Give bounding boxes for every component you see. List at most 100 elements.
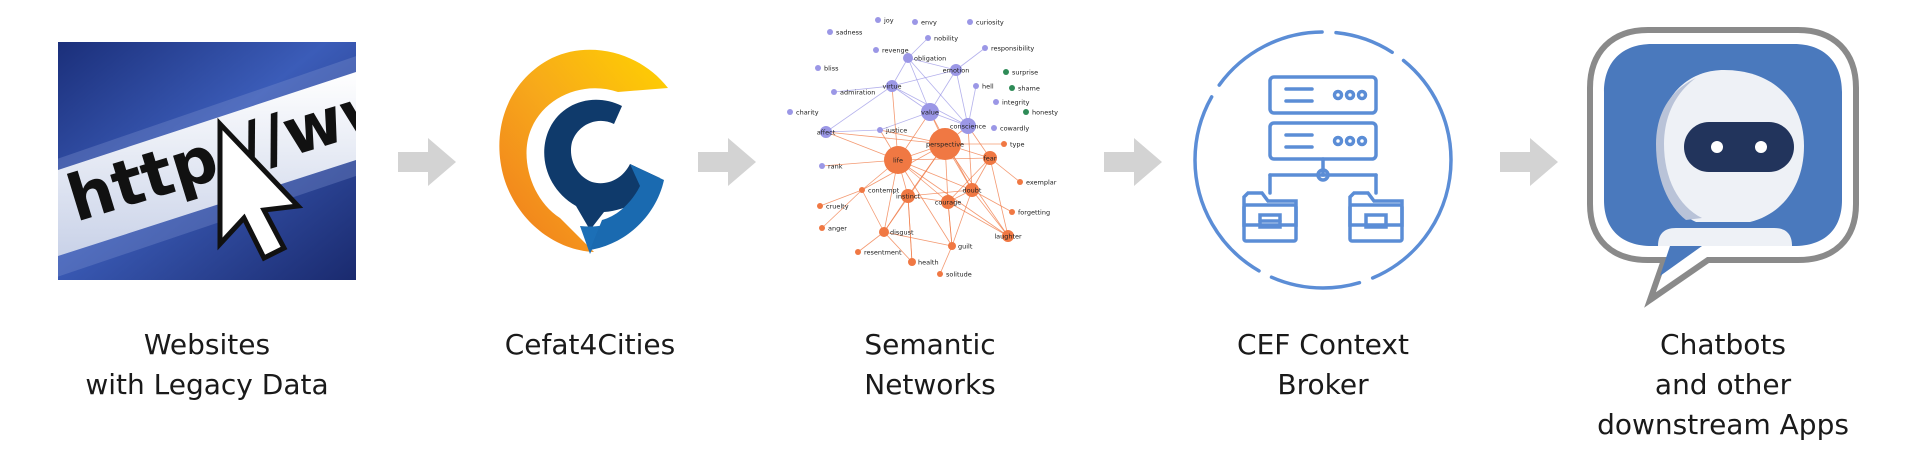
network-node-label: obligation xyxy=(914,55,946,63)
network-node-honesty xyxy=(1023,109,1029,115)
network-node-value xyxy=(921,103,939,121)
network-node-label: anger xyxy=(828,225,847,233)
network-edge xyxy=(825,85,893,133)
network-edge xyxy=(883,195,909,233)
network-node-label: courage xyxy=(935,199,961,207)
network-node-hell xyxy=(973,83,979,89)
network-edge xyxy=(907,57,931,113)
network-node-life xyxy=(884,146,912,174)
network-node-label: conscience xyxy=(950,123,986,131)
network-node-type xyxy=(1001,141,1007,147)
network-node-label: perspective xyxy=(926,141,964,149)
network-node-label: value xyxy=(921,109,939,117)
network-node-disgust xyxy=(879,227,889,237)
network-node-label: responsibility xyxy=(991,45,1034,53)
network-node-perspective xyxy=(929,128,961,160)
network-node-label: cruelty xyxy=(826,203,849,211)
network-edge xyxy=(825,129,881,133)
network-edge xyxy=(907,57,957,71)
network-edge xyxy=(891,69,957,87)
network-node-label: laughter xyxy=(994,233,1022,241)
stage-websites: http://www xyxy=(48,42,465,280)
network-node-fear xyxy=(983,151,997,165)
network-node-charity xyxy=(787,109,793,115)
network-node-label: exemplar xyxy=(1026,179,1057,187)
network-node-label: contempt xyxy=(868,187,900,195)
network-node-sadness xyxy=(827,29,833,35)
label-cefat4cities: Cefat4Cities xyxy=(504,328,676,361)
label-cef-context-broker: CEF Context Broker xyxy=(1237,328,1409,401)
arrow-right-icon xyxy=(1500,138,1558,186)
network-node-label: guilt xyxy=(958,243,973,251)
network-node-admiration xyxy=(831,89,837,95)
network-node-instinct xyxy=(901,189,915,203)
network-node-cowardly xyxy=(991,125,997,131)
network-node-anger xyxy=(819,225,825,231)
network-edge xyxy=(833,85,893,93)
network-node-bliss xyxy=(815,65,821,71)
network-node-rank xyxy=(819,163,825,169)
network-edge xyxy=(967,125,973,191)
network-node-label: sadness xyxy=(836,29,863,37)
network-node-label: surprise xyxy=(1012,69,1038,77)
network-node-label: virtue xyxy=(883,83,902,91)
network-node-label: nobility xyxy=(934,35,958,43)
network-node-virtue xyxy=(886,80,898,92)
network-node-solitude xyxy=(937,271,943,277)
network-node-laughter xyxy=(1002,230,1014,242)
network-edge xyxy=(947,201,1009,237)
network-node-label: envy xyxy=(921,19,937,27)
network-node-courage xyxy=(941,195,955,209)
network-edge xyxy=(947,157,991,203)
network-node-label: revenge xyxy=(882,47,909,55)
network-node-label: cowardly xyxy=(1000,125,1029,133)
network-edge xyxy=(955,69,969,127)
network-edge xyxy=(907,195,913,263)
network-node-label: doubt xyxy=(963,187,982,195)
network-edge xyxy=(825,131,946,145)
network-node-forgetting xyxy=(1009,209,1015,215)
network-edge xyxy=(907,189,973,197)
browser-url-cursor-icon: http://www xyxy=(48,42,465,280)
stage-cefat4cities xyxy=(490,40,690,260)
network-node-responsibility xyxy=(982,45,988,51)
network-edge xyxy=(939,245,953,275)
network-node-doubt xyxy=(965,183,979,197)
network-node-label: charity xyxy=(796,109,819,117)
network-node-affect xyxy=(820,126,832,138)
network-edge xyxy=(883,231,953,247)
network-node-label: rank xyxy=(828,163,843,171)
network-node-cruelty xyxy=(817,203,823,209)
network-edge xyxy=(819,189,863,207)
network-node-label: instinct xyxy=(896,193,920,201)
arrow-right-icon xyxy=(698,138,756,186)
network-node-label: emotion xyxy=(943,67,970,75)
network-edge xyxy=(857,231,885,253)
label-websites: Websites with Legacy Data xyxy=(85,328,329,401)
network-node-joy xyxy=(875,17,881,23)
network-node-curiosity xyxy=(967,19,973,25)
network-node-label: forgetting xyxy=(1018,209,1050,217)
network-node-contempt xyxy=(859,187,865,193)
network-node-label: hell xyxy=(982,83,994,91)
network-node-label: resentment xyxy=(864,249,902,257)
network-node-conscience xyxy=(960,118,976,134)
network-node-justice xyxy=(877,127,883,133)
network-edge xyxy=(955,47,986,71)
network-node-nobility xyxy=(925,35,931,41)
network-node-shame xyxy=(1009,85,1015,91)
network-node-exemplar xyxy=(1017,179,1023,185)
network-node-health xyxy=(908,258,916,266)
network-node-label: health xyxy=(918,259,939,267)
network-node-label: justice xyxy=(885,127,907,135)
network-node-label: life xyxy=(893,157,903,165)
network-edge xyxy=(861,189,885,233)
network-node-emotion xyxy=(950,64,962,76)
arrow-right-icon xyxy=(1104,138,1162,186)
chatbot-robot-icon xyxy=(1587,27,1859,308)
server-folders-icon xyxy=(1193,30,1453,290)
network-node-label: integrity xyxy=(1002,99,1030,107)
network-node-label: fear xyxy=(984,155,997,163)
